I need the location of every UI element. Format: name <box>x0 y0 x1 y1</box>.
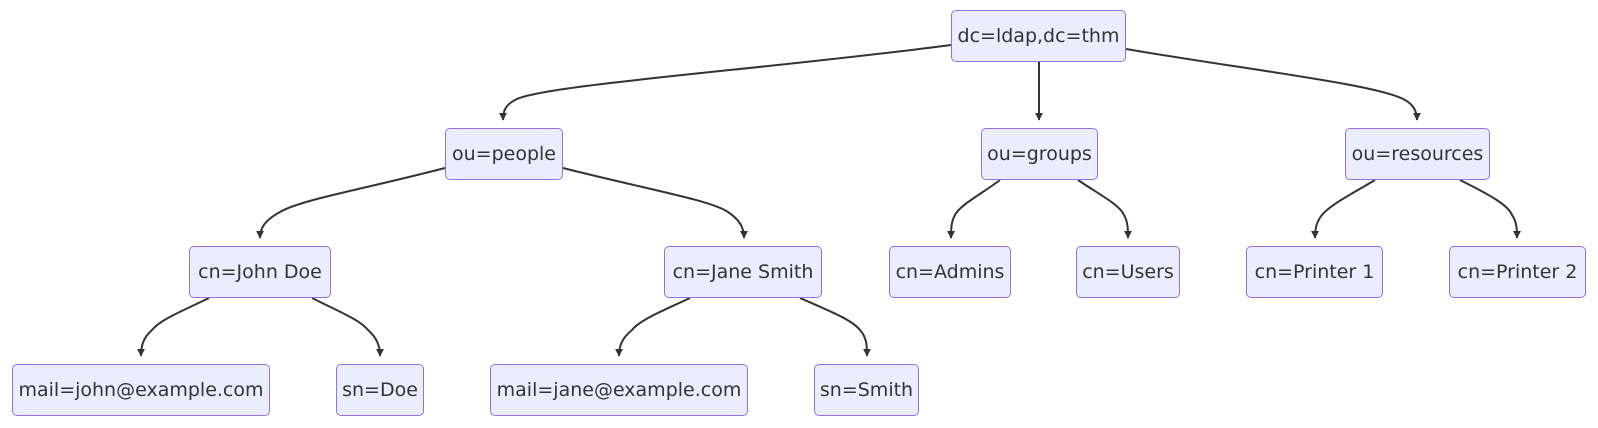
edge-groups-users <box>1077 179 1132 239</box>
node-cn-admins: cn=Admins <box>889 246 1011 298</box>
edge-root-resources <box>1125 48 1421 121</box>
node-jane-mail: mail=jane@example.com <box>490 364 748 416</box>
edge-john-sn <box>311 297 384 357</box>
node-cn-jane-smith: cn=Jane Smith <box>664 246 822 298</box>
node-jane-sn: sn=Smith <box>814 364 919 416</box>
edge-people-jane <box>562 167 748 239</box>
node-cn-printer-1: cn=Printer 1 <box>1246 246 1383 298</box>
node-ou-resources: ou=resources <box>1345 128 1490 180</box>
node-cn-printer-2: cn=Printer 2 <box>1449 246 1586 298</box>
edge-root-people <box>499 44 952 121</box>
node-john-mail: mail=john@example.com <box>12 364 270 416</box>
node-ou-people: ou=people <box>445 128 563 180</box>
edge-groups-admins <box>947 179 1001 239</box>
node-john-sn: sn=Doe <box>336 364 424 416</box>
edge-resources-printer1 <box>1311 179 1376 239</box>
node-cn-john-doe: cn=John Doe <box>189 246 331 298</box>
node-root-dc: dc=ldap,dc=thm <box>951 10 1126 62</box>
edge-jane-sn <box>799 297 871 357</box>
edge-john-mail <box>137 297 210 357</box>
edge-people-john <box>256 167 446 239</box>
edge-jane-mail <box>615 297 691 357</box>
node-cn-users: cn=Users <box>1076 246 1180 298</box>
node-ou-groups: ou=groups <box>981 128 1098 180</box>
edge-resources-printer2 <box>1459 179 1521 239</box>
